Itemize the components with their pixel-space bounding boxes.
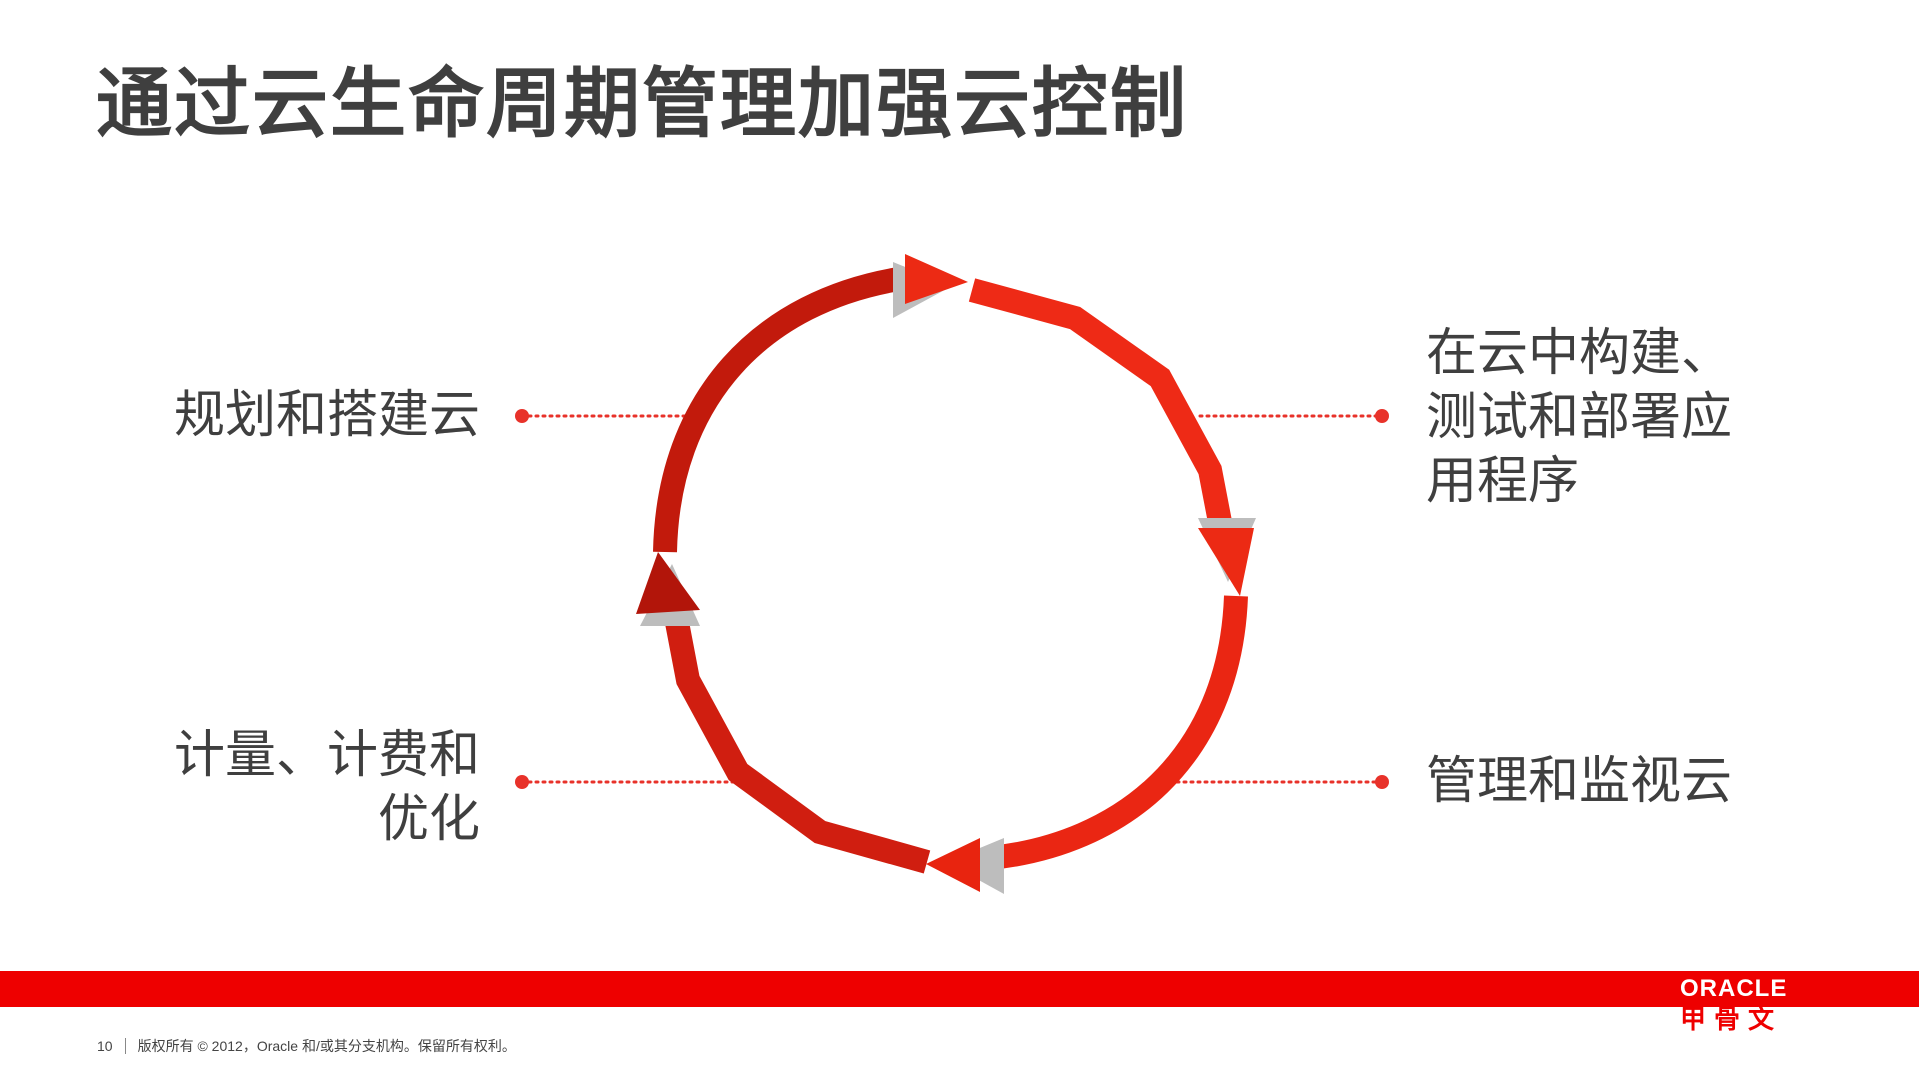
oracle-wordmark: ORACLE bbox=[1680, 975, 1788, 1002]
arrowhead-left bbox=[636, 552, 700, 626]
label-meter-charge-optimize: 计量、计费和 优化 bbox=[160, 724, 480, 852]
footer-bar bbox=[0, 971, 1919, 1007]
connector-dot bbox=[515, 409, 529, 423]
connector-top-right bbox=[1198, 409, 1389, 423]
label-line: 在云中构建、 bbox=[1426, 324, 1733, 383]
label-line: 计量、计费和 bbox=[173, 726, 480, 785]
footer: 10 版权所有 © 2012，Oracle 和/或其分支机构。保留所有权利。 bbox=[97, 1036, 516, 1056]
arrow-arc-right bbox=[968, 278, 1237, 551]
connector-bottom-left bbox=[515, 775, 737, 789]
arrowhead-right bbox=[1198, 518, 1256, 596]
arrowhead-top bbox=[893, 254, 968, 318]
arrow-arc-bottom-right bbox=[988, 595, 1248, 870]
label-plan-build-cloud: 规划和搭建云 bbox=[160, 384, 480, 448]
connector-bottom-right bbox=[1168, 775, 1389, 789]
oracle-logo: ORACLE 甲骨文 bbox=[1680, 975, 1830, 1036]
cycle-arrows bbox=[653, 266, 1248, 874]
arrowhead-bottom bbox=[926, 838, 1004, 894]
page-number: 10 bbox=[97, 1038, 113, 1054]
label-line: 用程序 bbox=[1426, 452, 1580, 511]
connector-dot bbox=[1375, 409, 1389, 423]
arrow-arc-bottom-left bbox=[663, 609, 931, 874]
label-line: 规划和搭建云 bbox=[173, 386, 480, 445]
slide-title: 通过云生命周期管理加强云控制 bbox=[96, 59, 1188, 148]
arrow-arc-top-left bbox=[653, 266, 907, 553]
label-manage-monitor-cloud: 管理和监视云 bbox=[1426, 750, 1732, 814]
connector-dot bbox=[1375, 775, 1389, 789]
label-build-test-deploy: 在云中构建、 测试和部署应 用程序 bbox=[1426, 322, 1732, 514]
connector-top-left bbox=[515, 409, 692, 423]
label-line: 优化 bbox=[377, 790, 480, 849]
label-line: 测试和部署应 bbox=[1426, 388, 1733, 447]
copyright-text: 版权所有 © 2012，Oracle 和/或其分支机构。保留所有权利。 bbox=[137, 1038, 516, 1054]
oracle-chinese-name: 甲骨文 bbox=[1680, 1005, 1783, 1035]
label-line: 管理和监视云 bbox=[1426, 752, 1733, 811]
footer-separator bbox=[124, 1038, 126, 1054]
connector-dot bbox=[515, 775, 529, 789]
